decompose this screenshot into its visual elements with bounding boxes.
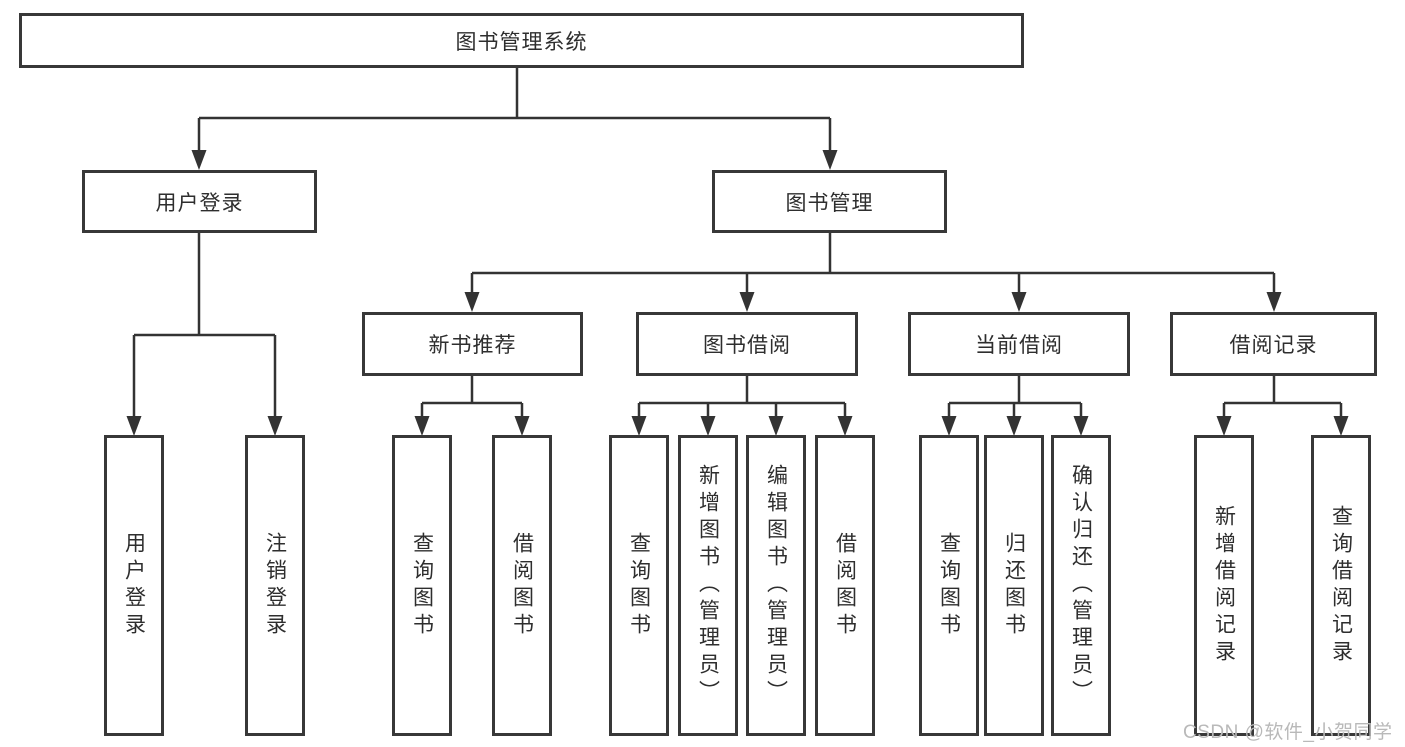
leaf-query-books-borrowing: 查询图书 xyxy=(609,435,669,736)
node-new-book-recommendation: 新书推荐 xyxy=(362,312,583,376)
arrowhead-down-icon xyxy=(837,416,853,436)
node-book-borrowing: 图书借阅 xyxy=(636,312,858,376)
leaf-borrow-books-recommend-label: 借阅图书 xyxy=(510,531,534,640)
node-borrowing-records: 借阅记录 xyxy=(1170,312,1377,376)
node-current-borrowing: 当前借阅 xyxy=(908,312,1130,376)
arrowhead-down-icon xyxy=(822,150,838,170)
arrowhead-down-icon xyxy=(1333,416,1349,436)
leaf-query-books-current: 查询图书 xyxy=(919,435,979,736)
node-new-book-recommendation-label: 新书推荐 xyxy=(428,334,517,357)
node-book-management-label: 图书管理 xyxy=(785,191,874,215)
arrowhead-down-icon xyxy=(941,416,957,436)
arrowhead-down-icon xyxy=(1006,416,1022,436)
arrowhead-down-icon xyxy=(267,416,283,436)
leaf-query-borrow-record-label: 查询借阅记录 xyxy=(1329,504,1353,667)
leaf-query-books-recommend-label: 查询图书 xyxy=(410,531,434,640)
leaf-return-book-label: 归还图书 xyxy=(1002,531,1026,640)
leaf-return-book: 归还图书 xyxy=(984,435,1044,736)
arrowheads xyxy=(126,150,1349,436)
arrowhead-down-icon xyxy=(126,416,142,436)
leaf-query-books-borrowing-label: 查询图书 xyxy=(627,531,651,640)
leaf-edit-book-admin: 编辑图书（管理员） xyxy=(746,435,806,736)
leaf-borrow-books-borrowing: 借阅图书 xyxy=(815,435,875,736)
leaf-logout: 注销登录 xyxy=(245,435,305,736)
arrowhead-down-icon xyxy=(739,292,755,312)
csdn-watermark: CSDN @软件_小贺同学 xyxy=(1183,722,1393,743)
arrowhead-down-icon xyxy=(514,416,530,436)
node-library-system: 图书管理系统 xyxy=(19,13,1024,68)
arrowhead-down-icon xyxy=(631,416,647,436)
arrowhead-down-icon xyxy=(768,416,784,436)
node-user-login: 用户登录 xyxy=(82,170,317,233)
leaf-logout-label: 注销登录 xyxy=(263,531,287,640)
leaf-add-borrow-record: 新增借阅记录 xyxy=(1194,435,1254,736)
arrowhead-down-icon xyxy=(414,416,430,436)
arrowhead-down-icon xyxy=(1011,292,1027,312)
node-book-borrowing-label: 图书借阅 xyxy=(703,334,791,357)
leaf-query-borrow-record: 查询借阅记录 xyxy=(1311,435,1371,736)
leaf-add-borrow-record-label: 新增借阅记录 xyxy=(1212,504,1236,667)
node-user-login-label: 用户登录 xyxy=(155,191,244,215)
arrowhead-down-icon xyxy=(1266,292,1282,312)
node-borrowing-records-label: 借阅记录 xyxy=(1229,334,1318,357)
leaf-user-login: 用户登录 xyxy=(104,435,164,736)
leaf-borrow-books-borrowing-label: 借阅图书 xyxy=(833,531,857,640)
arrowhead-down-icon xyxy=(700,416,716,436)
leaf-add-book-admin-label: 新增图书（管理员） xyxy=(696,464,720,707)
leaf-query-books-recommend: 查询图书 xyxy=(392,435,452,736)
arrowhead-down-icon xyxy=(464,292,480,312)
node-library-system-label: 图书管理系统 xyxy=(455,30,588,54)
leaf-borrow-books-recommend: 借阅图书 xyxy=(492,435,552,736)
leaf-query-books-current-label: 查询图书 xyxy=(937,531,961,640)
leaf-confirm-return-admin-label: 确认归还（管理员） xyxy=(1069,464,1093,707)
arrowhead-down-icon xyxy=(1216,416,1232,436)
arrowhead-down-icon xyxy=(1073,416,1089,436)
leaf-confirm-return-admin: 确认归还（管理员） xyxy=(1051,435,1111,736)
leaf-user-login-label: 用户登录 xyxy=(122,531,146,640)
leaf-add-book-admin: 新增图书（管理员） xyxy=(678,435,738,736)
connector-paths xyxy=(132,67,1343,418)
node-book-management: 图书管理 xyxy=(712,170,947,233)
leaf-edit-book-admin-label: 编辑图书（管理员） xyxy=(764,464,788,707)
node-current-borrowing-label: 当前借阅 xyxy=(975,334,1063,357)
arrowhead-down-icon xyxy=(191,150,207,170)
